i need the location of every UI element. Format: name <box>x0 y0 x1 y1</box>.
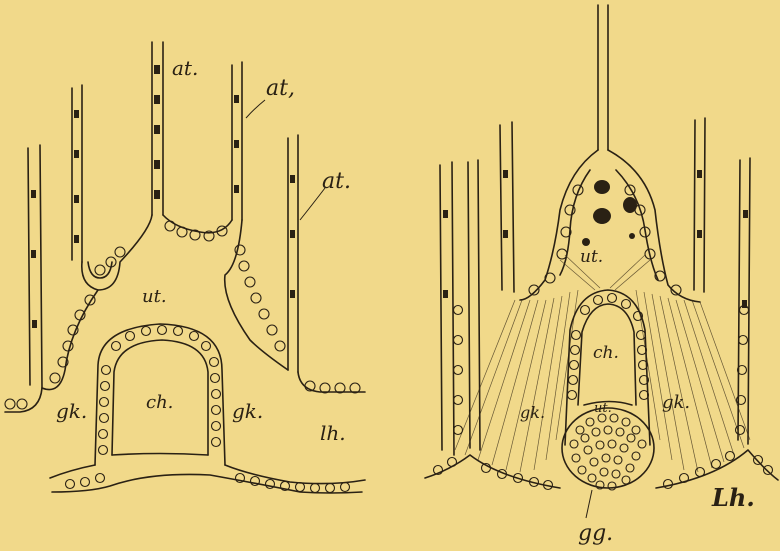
far-left-tube-left <box>28 145 42 388</box>
label-lh-right: Lh. <box>711 483 755 512</box>
central-tube-right <box>598 5 608 150</box>
label-gk-right: gk. <box>232 399 263 423</box>
label-at-right: at. <box>322 169 351 194</box>
tube-right-b <box>694 118 705 292</box>
upper-lining-4 <box>225 220 288 370</box>
leader-gg <box>586 490 592 518</box>
label-lh: lh. <box>320 421 346 445</box>
label-at-top: at. <box>172 56 198 80</box>
bulb-left-wall <box>520 150 598 300</box>
tube-right-a <box>500 122 514 292</box>
base-lining-left-right <box>425 455 560 488</box>
upper-lining-2 <box>88 262 112 278</box>
label-ut-small: ut. <box>594 401 612 416</box>
label-ut-right: ut. <box>580 247 603 267</box>
ganglion-cells <box>570 414 646 490</box>
label-gk-left: gk. <box>56 399 87 423</box>
label-gk-right-right: gk. <box>662 392 690 413</box>
bulb-inner-right <box>616 170 658 280</box>
left-figure: at. at, at. ut. gk. gk. ch. lh. <box>5 42 365 493</box>
tube-right-d <box>468 160 480 450</box>
hatched-tissue <box>455 255 750 472</box>
label-ut: ut. <box>142 286 167 307</box>
far-right-tube-left <box>288 135 298 372</box>
bulb-right-wall <box>608 150 700 302</box>
tube-right-c <box>440 162 454 455</box>
chamber-floor-left <box>112 454 208 456</box>
leader-at-top-right <box>246 100 265 118</box>
label-gk-left-right: gk. <box>520 403 545 422</box>
label-ch-right: ch. <box>593 343 619 363</box>
label-at-right-top: at, <box>266 76 295 101</box>
right-figure: ut. ch. gk. gk. ut. gg. Lh. <box>425 5 778 546</box>
label-gg: gg. <box>578 521 613 546</box>
label-ch: ch. <box>146 392 173 413</box>
upper-lining-1 <box>82 215 152 290</box>
